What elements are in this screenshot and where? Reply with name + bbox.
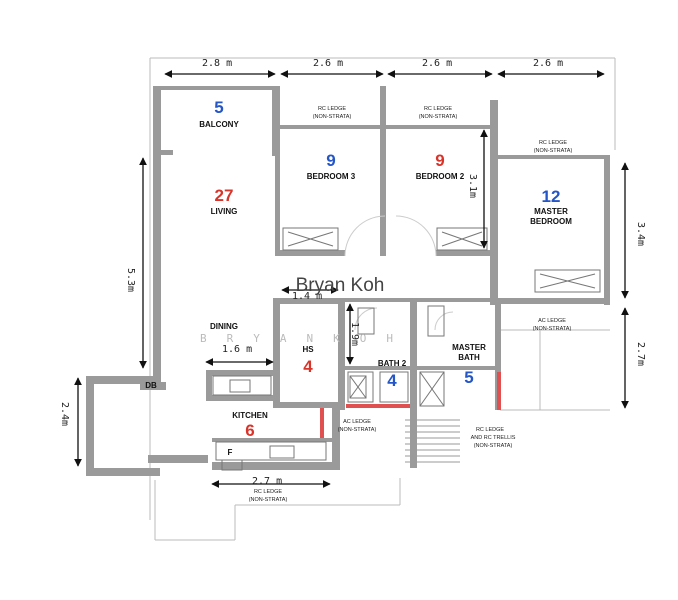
label-f: F [228, 448, 233, 457]
label-master-bath-2: BATH [458, 353, 480, 362]
label-master-bath-1: MASTER [452, 343, 486, 352]
num-hs: 4 [303, 357, 313, 376]
num-bedroom3: 9 [326, 151, 335, 170]
construction-lines [149, 57, 616, 541]
dimension-lines [74, 70, 629, 488]
label-dining: DINING [210, 322, 238, 331]
dim-top-3: 2.6 m [422, 58, 452, 69]
dim-top-1: 2.8 m [202, 58, 232, 69]
ledge-ac-master-l2: (NON-STRATA) [533, 326, 572, 332]
label-kitchen: KITCHEN [232, 411, 268, 420]
ledge-bedroom3-l1: RC LEDGE [318, 106, 346, 112]
ledge-master-l2: (NON-STRATA) [534, 148, 573, 154]
label-hs: HS [302, 345, 314, 354]
label-living: LIVING [211, 207, 238, 216]
bed-master [534, 269, 601, 293]
num-living: 27 [215, 186, 234, 205]
bed-bedroom2 [436, 227, 488, 251]
ledge-kitchen-l1: RC LEDGE [254, 489, 282, 495]
num-master-bedroom: 12 [542, 187, 561, 206]
label-bedroom2: BEDROOM 2 [416, 172, 465, 181]
dim-master-height: 3.4m [635, 222, 646, 246]
ledge-ac-kitchen-l1: AC LEDGE [343, 419, 371, 425]
dim-bath2-height: 1.9m [349, 322, 360, 346]
num-balcony: 5 [214, 98, 223, 117]
ledge-trellis-l1: RC LEDGE [476, 427, 504, 433]
ledge-bedroom3-l2: (NON-STRATA) [313, 114, 352, 120]
ledge-ac-master-l1: AC LEDGE [538, 318, 566, 324]
fixtures [212, 305, 445, 471]
ledge-labels: RC LEDGE (NON-STRATA) RC LEDGE (NON-STRA… [249, 106, 573, 503]
ledge-trellis-l3: (NON-STRATA) [474, 443, 513, 449]
dim-master-bath-height: 2.7m [635, 342, 646, 366]
ledge-trellis-l2: AND RC TRELLIS [471, 435, 516, 441]
dim-kitchen-width: 2.7 m [252, 476, 282, 487]
num-bedroom2: 9 [435, 151, 444, 170]
ledge-master-l1: RC LEDGE [539, 140, 567, 146]
ledge-bedroom2-l1: RC LEDGE [424, 106, 452, 112]
rc-trellis [405, 419, 460, 463]
dim-bedroom2-height: 3.1m [467, 174, 478, 198]
watermark-name: Bryan Koh [296, 275, 385, 296]
dim-top-4: 2.6 m [533, 58, 563, 69]
bed-bedroom3 [282, 227, 339, 251]
num-bath2: 4 [387, 371, 397, 390]
num-master-bath: 5 [464, 368, 473, 387]
dim-hs-width: 1.4 m [292, 291, 322, 302]
ledge-ac-kitchen-l2: (NON-STRATA) [338, 427, 377, 433]
watermark-letters: BRYANKOH [200, 332, 413, 345]
num-kitchen: 6 [245, 421, 254, 440]
walls [86, 86, 610, 476]
label-master-2: BEDROOM [530, 217, 572, 226]
label-balcony: BALCONY [199, 120, 239, 129]
ledge-kitchen-l2: (NON-STRATA) [249, 497, 288, 503]
label-bath2: BATH 2 [378, 359, 407, 368]
label-bedroom3: BEDROOM 3 [307, 172, 356, 181]
ledge-bedroom2-l2: (NON-STRATA) [419, 114, 458, 120]
dim-dining-width: 1.6 m [222, 344, 252, 355]
dim-top-2: 2.6 m [313, 58, 343, 69]
label-master-1: MASTER [534, 207, 568, 216]
label-db: DB [145, 381, 157, 390]
dim-left-height: 2.4m [59, 402, 70, 426]
dim-living-height: 5.3m [125, 268, 136, 292]
